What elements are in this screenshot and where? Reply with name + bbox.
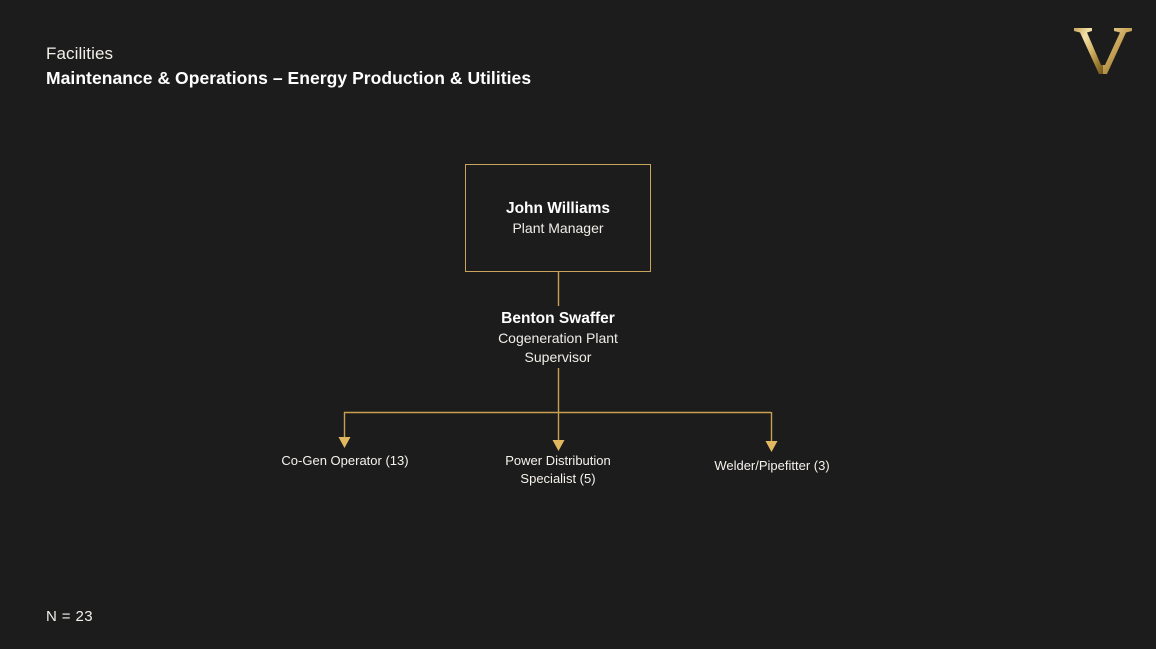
org-node-supervisor-title-line1: Cogeneration Plant xyxy=(498,330,618,346)
org-node-supervisor[interactable]: Benton Swaffer Cogeneration Plant Superv… xyxy=(458,308,658,367)
arrowhead-middle-icon xyxy=(552,440,565,451)
org-leaf-0-line1: Co-Gen Operator (13) xyxy=(281,453,409,468)
arrowhead-left-icon xyxy=(338,437,351,448)
total-headcount-label: N = 23 xyxy=(46,608,94,625)
vanderbilt-v-logo-icon xyxy=(1068,22,1138,78)
org-leaf-1-line2: Specialist (5) xyxy=(520,471,596,486)
org-leaf-co-gen-operator[interactable]: Co-Gen Operator (13) xyxy=(259,452,431,470)
org-node-supervisor-name: Benton Swaffer xyxy=(501,310,615,327)
page-header: Facilities Maintenance & Operations – En… xyxy=(46,42,531,91)
department-label: Facilities xyxy=(46,44,114,63)
arrowhead-right-icon xyxy=(765,441,778,452)
page-title: Maintenance & Operations – Energy Produc… xyxy=(46,68,532,88)
org-node-supervisor-title-line2: Supervisor xyxy=(524,349,592,365)
org-node-root[interactable]: John Williams Plant Manager xyxy=(465,164,651,272)
org-leaf-2-line1: Welder/Pipefitter (3) xyxy=(714,458,830,473)
org-leaf-power-distribution-specialist[interactable]: Power Distribution Specialist (5) xyxy=(472,452,644,488)
org-node-root-title: Plant Manager xyxy=(512,219,604,236)
org-node-root-name: John Williams xyxy=(505,199,611,217)
org-leaf-1-line1: Power Distribution xyxy=(505,453,611,468)
org-leaf-welder-pipefitter[interactable]: Welder/Pipefitter (3) xyxy=(686,457,858,475)
